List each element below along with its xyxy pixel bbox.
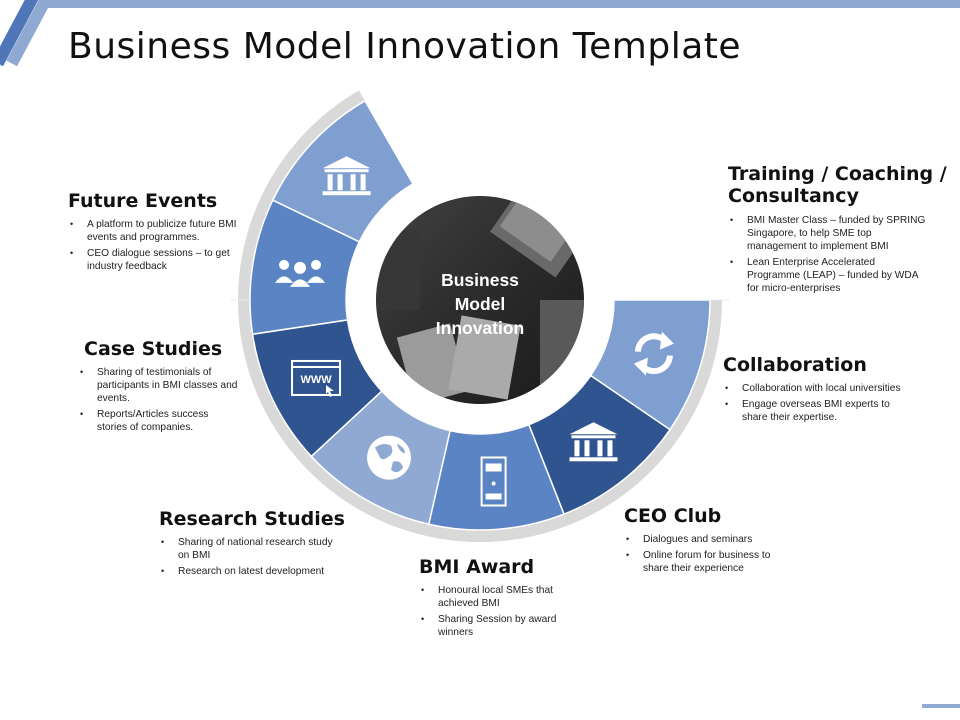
future-events-bullets: A platform to publicize future BMI event… [68,218,248,273]
bullet-item: A platform to publicize future BMI event… [68,218,248,244]
research-studies-bullets: Sharing of national research study on BM… [159,536,334,578]
bmi-award-title: BMI Award [419,556,535,578]
footer-accent-bar [922,704,960,708]
bmi-award-block: BMI Award Honoural local SMEs that achie… [419,556,579,642]
bank-building-icon [569,422,618,462]
collaboration-bullets: Collaboration with local universities En… [723,382,913,424]
page-title: Business Model Innovation Template [68,26,742,67]
collaboration-title: Collaboration [723,354,867,376]
future-events-title: Future Events [68,190,218,212]
bullet-item: Sharing of testimonials of participants … [78,366,238,405]
bullet-item: Research on latest development [159,565,334,578]
bmi-award-bullets: Honoural local SMEs that achieved BMI Sh… [419,584,579,639]
bullet-item: Sharing Session by award winners [419,613,579,639]
www-browser-icon: WWW [291,359,342,397]
training-bullets: BMI Master Class – funded by SPRING Sing… [728,214,928,295]
bullet-item: CEO dialogue sessions – to get industry … [68,247,248,273]
center-business-photo [376,196,584,404]
bullet-item: Online forum for business to share their… [624,549,794,575]
svg-text:WWW: WWW [300,374,332,386]
refresh-cycle-icon [633,331,674,376]
ceo-club-block: CEO Club Dialogues and seminars Online f… [624,505,794,578]
ceo-club-title: CEO Club [624,505,722,527]
future-events-block: Future Events A platform to publicize fu… [68,190,248,276]
research-studies-block: Research Studies Sharing of national res… [159,508,349,581]
segment-icons: WWW [275,156,674,507]
collaboration-block: Collaboration Collaboration with local u… [723,354,913,427]
bullet-item: Collaboration with local universities [723,382,913,395]
bank-building-icon [322,156,371,196]
bullet-item: Honoural local SMEs that achieved BMI [419,584,579,610]
server-tower-icon [480,456,507,507]
center-label-line: Innovation [435,318,525,338]
bullet-item: BMI Master Class – funded by SPRING Sing… [728,214,928,253]
bullet-item: Sharing of national research study on BM… [159,536,334,562]
case-studies-block: Case Studies Sharing of testimonials of … [78,338,238,437]
globe-icon [367,435,411,480]
header-accent-bar [40,0,960,8]
case-studies-title: Case Studies [84,338,223,360]
bullet-item: Engage overseas BMI experts to share the… [723,398,913,424]
ceo-club-bullets: Dialogues and seminars Online forum for … [624,533,794,575]
training-block: Training / Coaching / Consultancy BMI Ma… [728,163,948,298]
case-studies-bullets: Sharing of testimonials of participants … [78,366,238,434]
training-title: Training / Coaching / Consultancy [728,163,947,208]
people-group-icon [275,259,326,287]
bullet-item: Lean Enterprise Accelerated Programme (L… [728,256,928,295]
bullet-item: Reports/Articles success stories of comp… [78,408,238,434]
center-label-line: Business [441,270,519,290]
bullet-item: Dialogues and seminars [624,533,794,546]
center-label-line: Model [454,294,506,314]
research-studies-title: Research Studies [159,508,345,530]
center-label: Business Model Innovation [420,268,540,340]
